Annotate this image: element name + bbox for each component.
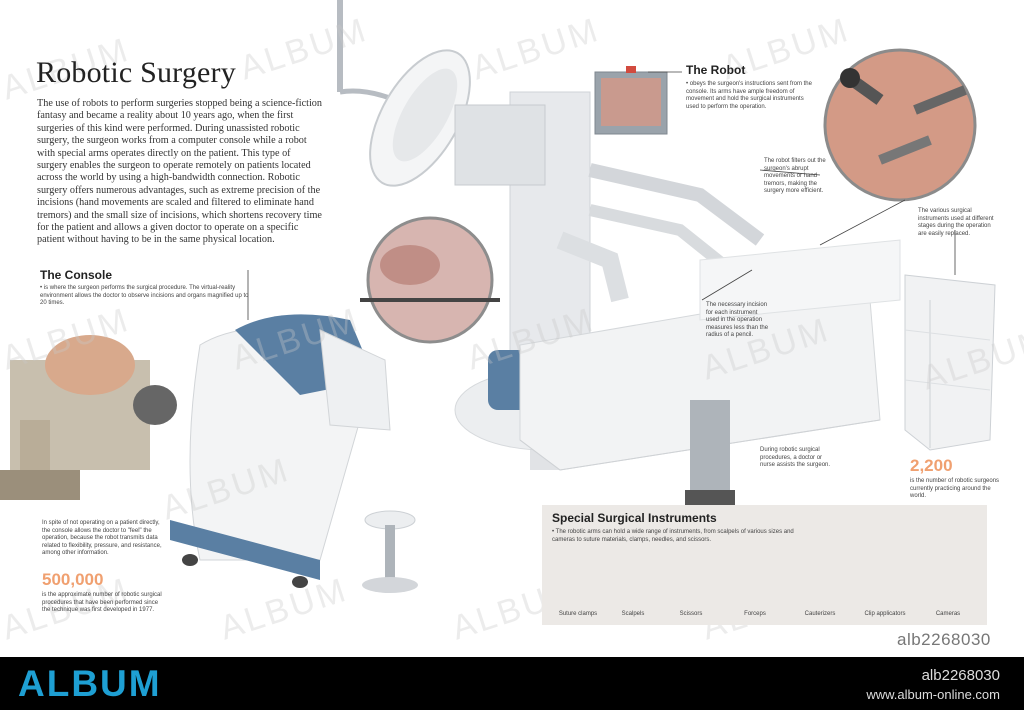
robot-illustration xyxy=(454,66,765,470)
console-feel-text: In spite of not operating on a patient d… xyxy=(42,520,162,557)
instrument-label: Suture clamps xyxy=(558,611,598,617)
instrument-label: Clip applicators xyxy=(864,611,906,617)
footer-code: alb2268030 xyxy=(921,667,1000,684)
intro-text: The use of robots to perform surgeries s… xyxy=(37,98,322,246)
footer-logo[interactable]: ALBUM xyxy=(18,663,162,704)
instrument-label: Forceps xyxy=(744,611,766,617)
instrument-cart-illustration xyxy=(904,274,996,451)
robot-stat-number: 2,200 xyxy=(910,456,953,475)
robot-instruments-text: The various surgical instruments used at… xyxy=(918,208,994,237)
stool-illustration xyxy=(362,510,418,593)
instrument-label: Cameras xyxy=(935,611,961,617)
eyepiece-magnifier-illustration xyxy=(360,216,500,344)
hand-control-illustration xyxy=(0,335,177,500)
console-stat-text: is the approximate number of robotic sur… xyxy=(42,592,162,614)
illustration xyxy=(0,0,996,601)
footer-bar xyxy=(0,657,1024,710)
robot-assist-text: During robotic surgical procedures, a do… xyxy=(760,447,831,469)
instruments-heading: Special Surgical Instruments xyxy=(552,511,717,525)
robot-filter-text: The robot filters out the surgeon's abru… xyxy=(764,158,826,195)
footer-url-link[interactable]: www.album-online.com xyxy=(866,687,1000,702)
console-illustration xyxy=(170,314,391,588)
instrument-label: Scissors xyxy=(679,611,703,617)
console-text: • is where the surgeon performs the surg… xyxy=(40,285,249,307)
page-title: Robotic Surgery xyxy=(36,56,236,89)
robot-incision-text: The necessary incision for each instrume… xyxy=(706,302,769,339)
instrument-closeup-illustration xyxy=(823,48,977,202)
robot-heading: The Robot xyxy=(686,63,746,77)
robot-text: • obeys the surgeon's instructions sent … xyxy=(686,81,812,110)
leader-lines xyxy=(247,71,956,320)
surgical-lamp-illustration xyxy=(337,0,471,187)
instrument-label: Scalpels xyxy=(621,611,645,617)
image-reference-code: alb2268030 xyxy=(897,630,991,649)
robot-stat-text: is the number of robotic surgeons curren… xyxy=(910,478,1000,500)
instruments-panel xyxy=(542,505,987,625)
console-stat-number: 500,000 xyxy=(42,570,104,589)
console-heading: The Console xyxy=(40,268,113,282)
instruments-text: • The robotic arms can hold a wide range… xyxy=(552,529,794,543)
operating-table-illustration xyxy=(519,239,901,512)
instrument-label: Cauterizers xyxy=(804,611,836,617)
